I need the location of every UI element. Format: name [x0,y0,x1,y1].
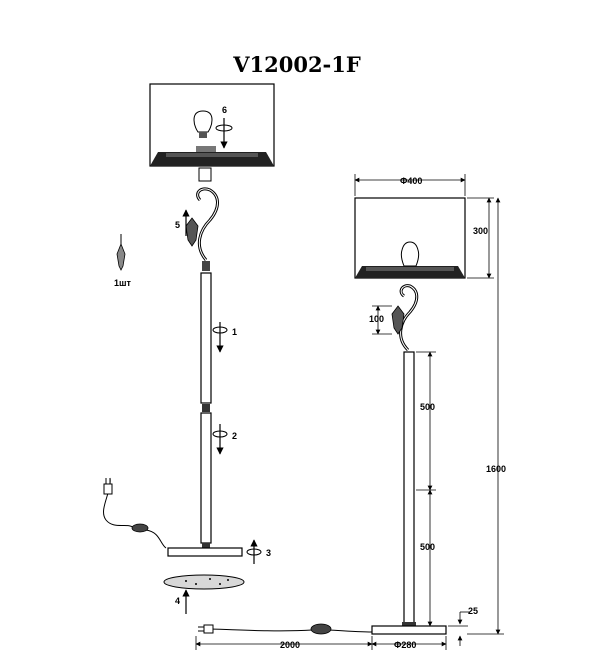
power-cable [103,477,167,549]
step-2-marker: 2 [212,424,237,455]
dim-light-bulb-icon [400,241,420,267]
upper-tube-label: 500 [420,402,435,412]
s-hook-ornament [185,187,219,261]
exploded-view: 6 5 1шт 1 [103,83,275,614]
light-bulb-icon [193,110,213,138]
crystal-drop-icon: 1шт [114,234,132,288]
shade-diameter-label: Φ400 [400,176,422,186]
step-3-label: 3 [266,548,271,558]
dim-cable-length: 2000 [195,636,373,650]
step-6-marker: 6 [215,105,233,149]
dim-shade-diameter: Φ400 [354,174,466,196]
base-weight-disc [163,574,245,590]
dim-s-hook-ornament [391,284,419,352]
base-diameter-label: Φ280 [394,640,416,650]
accessory-count: 1шт [114,278,132,288]
step-5-marker: 5 [175,209,190,236]
step-4-marker: 4 [175,589,190,614]
dim-stem [403,351,415,627]
lamp-socket [198,167,212,182]
step-1-label: 1 [232,327,237,337]
base-thickness-label: 25 [468,606,478,616]
dim-lower-tube: 500 [416,489,436,627]
upper-tube [200,272,212,404]
shade-height-label: 300 [473,226,488,236]
plug-icon [103,478,113,495]
step-1-marker: 1 [212,322,237,353]
dim-base-diameter: Φ280 [371,636,447,650]
dim-upper-tube: 500 [416,351,436,491]
lamp-shade [149,83,275,167]
base-plate [167,543,243,557]
model-title: V12002-1F [232,52,361,77]
dim-base [371,622,447,635]
dim-shade-height: 300 [467,197,494,279]
step-5-label: 5 [175,220,180,230]
dim-lamp-shade [354,197,466,279]
dim-base-thickness: 25 [448,606,478,646]
dim-plug-icon [198,624,214,634]
stem-connector [202,261,210,271]
step-6-label: 6 [222,105,227,115]
dim-total-height: 1600 [467,197,506,635]
dim-foot-switch [310,623,332,635]
lower-tube-label: 500 [420,542,435,552]
cable-length-label: 2000 [280,640,300,650]
dimension-view: Φ400 300 100 [195,174,506,650]
step-2-label: 2 [232,431,237,441]
lower-tube [200,412,212,544]
step-4-label: 4 [175,596,180,606]
total-height-label: 1600 [486,464,506,474]
dim-ornament-height: 100 [369,305,392,335]
tube-coupler [202,404,210,412]
dim-power-cable [198,623,373,635]
foot-switch [131,523,149,533]
ornament-height-label: 100 [369,314,384,324]
step-3-marker: 3 [246,539,271,564]
